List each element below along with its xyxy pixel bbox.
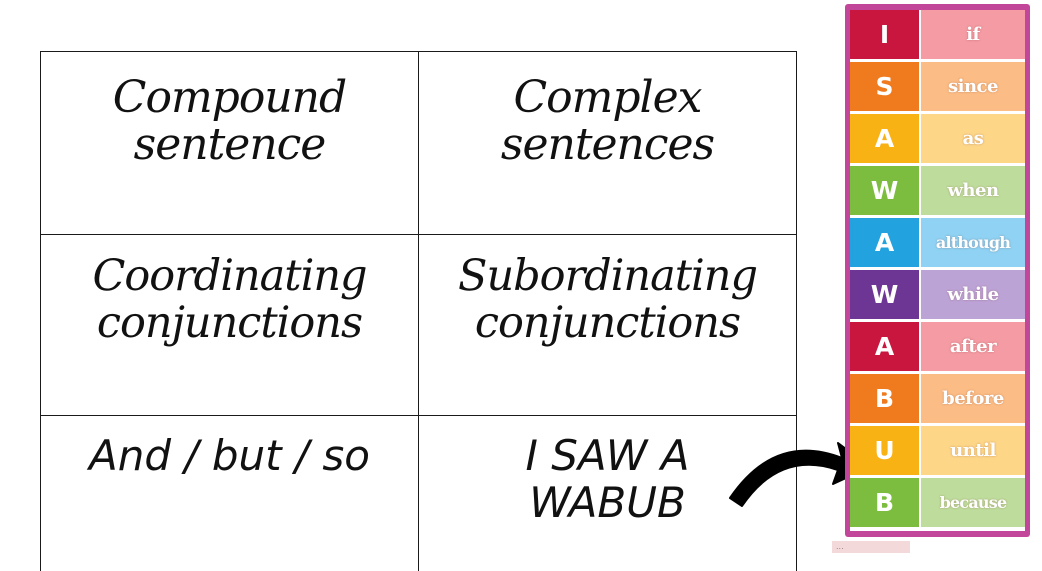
table-cell-subordinating-conjunctions: Subordinating conjunctions <box>418 234 797 416</box>
poster-row: W when <box>850 166 1025 215</box>
table-row: Coordinating conjunctions Subordinating … <box>40 234 797 416</box>
sentence-types-table: Compound sentence Complex sentences Coor… <box>40 51 797 571</box>
poster-row: A after <box>850 322 1025 371</box>
poster-word: before <box>921 374 1025 423</box>
poster-letter: U <box>850 426 919 475</box>
poster-row: U until <box>850 426 1025 475</box>
poster-letter: I <box>850 10 919 59</box>
poster-word: after <box>921 322 1025 371</box>
table-cell-compound-sentence: Compound sentence <box>40 51 419 235</box>
table-row: And / but / so I SAW A WABUB <box>40 415 797 571</box>
poster-letter: B <box>850 478 919 527</box>
cell-text-line: Coordinating <box>92 251 367 301</box>
poster-row: A as <box>850 114 1025 163</box>
poster-word: although <box>921 218 1025 267</box>
cell-text-line: conjunctions <box>474 298 741 348</box>
table-cell-complex-sentences: Complex sentences <box>418 51 797 235</box>
cell-text-line: sentences <box>500 119 715 170</box>
poster-grid: I if S since A as W when A although W wh… <box>850 10 1025 531</box>
poster-letter: A <box>850 218 919 267</box>
table-row: Compound sentence Complex sentences <box>40 51 797 235</box>
poster-row: I if <box>850 10 1025 59</box>
poster-footer-text: ... <box>836 542 844 551</box>
table-cell-and-but-so: And / but / so <box>40 415 419 571</box>
cell-text-line: sentence <box>133 119 327 170</box>
poster-letter: S <box>850 62 919 111</box>
poster-word: as <box>921 114 1025 163</box>
poster-row: B because <box>850 478 1025 527</box>
table-cell-coordinating-conjunctions: Coordinating conjunctions <box>40 234 419 416</box>
cell-text-line: And / but / so <box>88 431 371 480</box>
poster-letter: W <box>850 166 919 215</box>
poster-word: if <box>921 10 1025 59</box>
poster-row: A although <box>850 218 1025 267</box>
cell-text-line: I SAW A <box>525 431 690 480</box>
isawawabub-poster: I if S since A as W when A although W wh… <box>845 4 1030 537</box>
poster-word: while <box>921 270 1025 319</box>
poster-word: when <box>921 166 1025 215</box>
poster-row: B before <box>850 374 1025 423</box>
cell-text-line: Complex <box>513 72 703 123</box>
poster-letter: A <box>850 322 919 371</box>
poster-word: since <box>921 62 1025 111</box>
poster-footer-strip: ... <box>832 541 910 553</box>
cell-text-line: WABUB <box>529 478 686 527</box>
cell-text-line: conjunctions <box>96 298 363 348</box>
poster-row: W while <box>850 270 1025 319</box>
poster-word: until <box>921 426 1025 475</box>
table-cell-i-saw-a-wabub: I SAW A WABUB <box>418 415 797 571</box>
poster-letter: W <box>850 270 919 319</box>
cell-text-line: Compound <box>112 72 347 123</box>
poster-letter: B <box>850 374 919 423</box>
poster-word: because <box>921 478 1025 527</box>
poster-letter: A <box>850 114 919 163</box>
poster-row: S since <box>850 62 1025 111</box>
cell-text-line: Subordinating <box>458 251 758 301</box>
